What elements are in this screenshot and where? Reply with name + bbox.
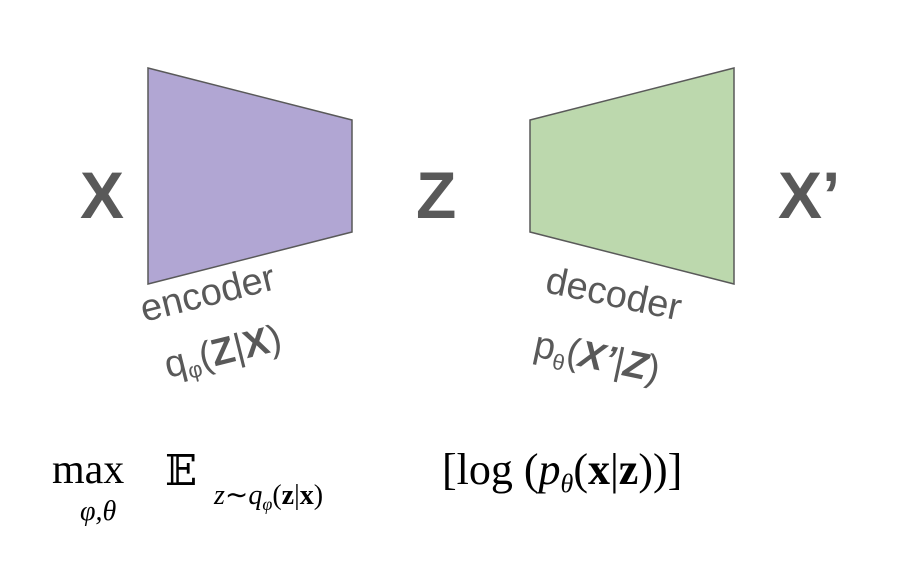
args-close: )) [638,445,668,494]
theta-subscript: θ [560,469,574,498]
p-symbol: p [538,445,561,494]
log: log [456,445,513,494]
sub-z: z [214,480,225,511]
encoder-shape [147,67,353,285]
sub-z-bold: z [281,480,295,511]
sub-sim: ∼ [224,480,249,511]
sub-q: q [248,480,263,511]
z-bold: z [618,445,639,494]
elbo-objective-formula: max φ,θ 𝔼 z∼qφ(z|x) [log (pθ(x|z))] [52,432,852,542]
formula-max-subscript: φ,θ [80,496,117,527]
sub-x-bold: x [299,480,314,511]
formula-expectation: 𝔼 [165,446,198,495]
output-node-label: X’ [778,158,840,232]
decoder-dist-sub: θ [550,349,567,376]
encoder-dist-sub: φ [185,356,205,384]
formula-max: max [52,447,125,493]
svg-text:pθ(X’|Z): pθ(X’|Z) [529,324,663,396]
decoder-caption: decoder [542,260,685,330]
input-node-label: X [80,158,124,232]
formula-expectation-subscript: z∼qφ(z|x) [214,478,323,515]
vae-diagram: X Z X’ encoder qφ(Z|X) decoder pθ(X’|Z) [80,67,840,396]
sub-close: ) [313,480,324,511]
x-bold: x [587,445,610,494]
close-bracket: ] [667,445,683,494]
latent-node-label: Z [416,158,456,232]
svg-text:qφ(Z|X): qφ(Z|X) [160,317,286,389]
open-bracket: [ [442,445,457,494]
decoder-label: decoder [542,260,685,330]
decoder-distribution: pθ(X’|Z) [529,324,664,396]
open-paren: ( [512,445,539,494]
sub-phi: φ [262,494,273,514]
sub-args-open: ( [272,480,282,511]
decoder-shape [529,67,735,285]
sub-bar: | [294,480,300,511]
formula-main: [log (pθ(x|z))] [442,444,682,499]
encoder-distribution: qφ(Z|X) [160,317,286,389]
args-open: ( [573,445,588,494]
bar: | [609,445,619,494]
